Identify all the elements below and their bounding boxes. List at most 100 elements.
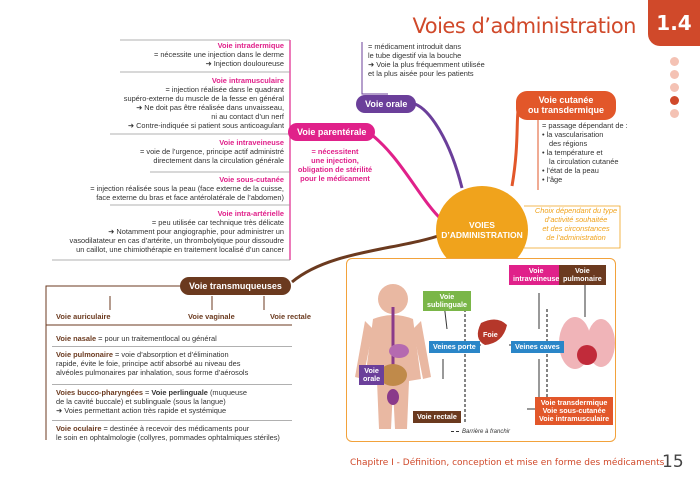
tag-line: sublinguale xyxy=(427,299,467,309)
text-line: un caillot, une chimiothérapie en traite… xyxy=(76,245,284,255)
tag-line: Voie xyxy=(439,292,455,301)
voie-cutanee-node: Voie cutanée ou transdermique xyxy=(516,91,617,120)
tag-voie-pulmonaire: Voie pulmonaire xyxy=(559,265,606,285)
barriere-legend: Barrière à franchir xyxy=(451,429,510,435)
text-line: = injection réalisée sous la peau (face … xyxy=(90,184,284,194)
tag-line: orale xyxy=(363,373,381,383)
tag-line: Voie intramusculaire xyxy=(539,413,610,423)
text-line: = injection réalisée dans le quadrant xyxy=(165,85,284,95)
tag-foie: Foie xyxy=(483,330,498,339)
page-title: Voies d’administration xyxy=(412,14,637,38)
text-line: alvéoles pulmonaires par inhalation, sou… xyxy=(56,368,249,378)
tag-voie-rectale: Voie rectale xyxy=(413,411,461,423)
nasale-block: Voie nasale = pour un traitementlocal ou… xyxy=(56,334,217,343)
block-title: Voie oculaire xyxy=(56,424,102,433)
note-line: une injection, xyxy=(311,156,359,166)
center-label-line1: VOIES xyxy=(469,220,495,230)
block-title: Voie intramusculaire xyxy=(211,76,284,85)
text-line: = destinée à recevoir des médicaments po… xyxy=(101,424,250,433)
bullet-item: • la température et xyxy=(542,148,603,158)
text-line: ➜ Voie la plus fréquemment utilisée xyxy=(368,60,485,70)
bullet-item: • l’état de la peau xyxy=(542,166,599,176)
text-line: (muqueuse xyxy=(207,388,247,397)
block-title: Voies bucco-pharyngées xyxy=(56,388,143,397)
chapter-number-tab: 1.4 xyxy=(648,0,700,46)
body-illustration xyxy=(355,283,615,429)
voie-parenterale-node: Voie parentérale xyxy=(288,123,376,141)
page-number: 15 xyxy=(662,452,684,472)
oculaire-block: Voie oculaire = destinée à recevoir des … xyxy=(56,424,280,442)
note-line: pour le médicament xyxy=(300,174,370,184)
text-line: le soin en ophtalmologie (collyres, pomm… xyxy=(56,433,280,443)
block-title: Voie intraveineuse xyxy=(219,138,284,147)
text-line: = voie de l’urgence, principe actif admi… xyxy=(140,147,284,157)
barriere-label: Barrière à franchir xyxy=(462,429,511,435)
text-line: ➜ Contre-indiquée si patient sous antico… xyxy=(127,121,284,131)
tag-line: Voie xyxy=(575,266,590,275)
voie-cutanee-text: = passage dépendant de : • la vascularis… xyxy=(542,121,628,184)
bullet-item: la circulation cutanée xyxy=(549,157,619,167)
text-line: ➜ Injection douloureuse xyxy=(205,59,284,69)
block-title: Voie perlinguale xyxy=(151,388,208,397)
note-line: obligation de stérilité xyxy=(297,165,373,175)
bullet-item: des régions xyxy=(549,139,588,149)
voie-cutanee-line1: Voie cutanée xyxy=(538,95,594,105)
block-title: Voie intradermique xyxy=(217,41,284,50)
pulmonaire-block: Voie pulmonaire = voie d’absorption et d… xyxy=(56,350,248,377)
block-title: Voie pulmonaire xyxy=(56,350,113,359)
tag-voie-sublinguale: Voie sublinguale xyxy=(423,291,471,311)
voie-rectale-label: Voie rectale xyxy=(270,312,311,321)
choix-line: de l’administration xyxy=(546,233,606,243)
text-line: ➜ Voies permettant action très rapide et… xyxy=(56,406,227,416)
tag-line: pulmonaire xyxy=(563,273,602,283)
text-line: vasodilatateur en cas d’artérite, un thr… xyxy=(69,236,284,246)
voie-cutanee-line2: ou transdermique xyxy=(528,105,605,116)
text-line: de la cavité buccale) et sublinguale (so… xyxy=(56,397,226,407)
block-title: Voie nasale xyxy=(56,334,97,343)
divider xyxy=(52,420,292,421)
section-dot xyxy=(670,83,679,92)
choix-line: d’activité souhaitée xyxy=(544,215,608,225)
tag-veines-porte: Veines porte xyxy=(429,341,480,353)
text-line: ➜ Notamment pour angiographie, pour admi… xyxy=(108,227,284,237)
text-line: ni au contact d’un nerf xyxy=(211,112,284,122)
intraveineuse-block: Voie intraveineuse = voie de l’urgence, … xyxy=(64,138,284,165)
text-line: = xyxy=(142,388,152,397)
section-dot xyxy=(670,70,679,79)
text-line: face externe du bras et face antérolatér… xyxy=(96,193,284,203)
body-figure: Voie sublinguale Voie intraveineuse Voie… xyxy=(346,258,616,442)
section-dot-active xyxy=(670,96,679,105)
tag-line: Voie xyxy=(364,366,379,375)
text-line: = nécessite une injection dans le derme xyxy=(153,50,284,60)
text-line: = peu utilisée car technique très délica… xyxy=(151,218,284,228)
tag-line: intraveineuse xyxy=(513,273,560,283)
choix-line: Choix dépendant du type xyxy=(534,206,618,215)
souscutanee-block: Voie sous-cutanée = injection réalisée s… xyxy=(44,175,284,202)
block-title: Voie intra-artérielle xyxy=(217,209,284,218)
choix-note: Choix dépendant du type d’activité souha… xyxy=(534,206,618,242)
tag-voie-intraveineuse: Voie intraveineuse xyxy=(509,265,564,285)
text-line: directement dans la circulation générale xyxy=(153,156,284,166)
bullet-item: • la vascularisation xyxy=(542,130,604,140)
intramusculaire-block: Voie intramusculaire = injection réalisé… xyxy=(64,76,284,130)
voie-transmuqueuses-node: Voie transmuqueuses xyxy=(180,277,291,295)
intraarterielle-block: Voie intra-artérielle = peu utilisée car… xyxy=(34,209,284,254)
center-label-line2: D’ADMINISTRATION xyxy=(441,230,523,240)
tag-line: Voie xyxy=(528,266,544,275)
section-dot xyxy=(670,109,679,118)
tag-veines-caves: Veines caves xyxy=(511,341,564,353)
footer-chapter: Chapitre I - Définition, conception et m… xyxy=(350,458,665,468)
text-line: = passage dépendant de : xyxy=(542,121,628,130)
text-line: = pour un traitementlocal ou général xyxy=(96,334,217,343)
divider xyxy=(52,384,292,385)
bullet-item: • l’âge xyxy=(542,175,563,185)
text-line: ➜ Ne doit pas être réalisée dans unvaiss… xyxy=(136,103,284,113)
divider xyxy=(52,346,292,347)
intradermique-block: Voie intradermique = nécessite une injec… xyxy=(84,41,284,68)
text-line: le tube digestif via la bouche xyxy=(368,51,462,61)
choix-line: et des circonstances xyxy=(542,224,610,234)
section-dot xyxy=(670,57,679,66)
tag-voie-orale: Voie orale xyxy=(359,365,385,385)
text-line: supéro-externe du muscle de la fesse en … xyxy=(123,94,284,104)
tag-line: Voie transdermique xyxy=(540,398,608,407)
